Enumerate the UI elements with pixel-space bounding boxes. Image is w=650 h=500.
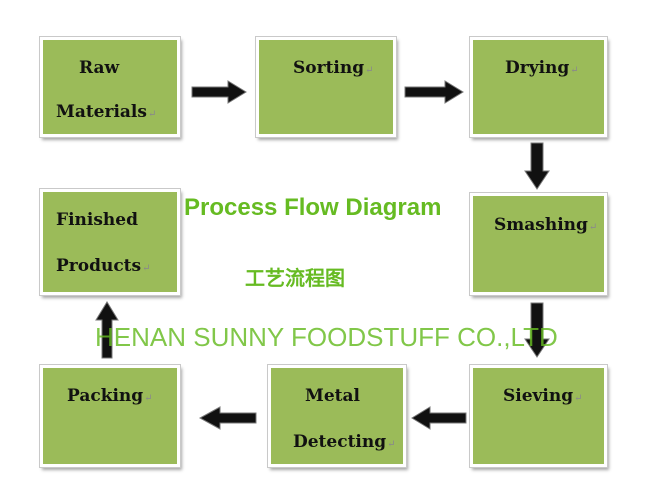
paragraph-mark: ↵	[588, 222, 598, 233]
step-label: Detecting	[293, 432, 387, 452]
step-label: Products	[56, 256, 142, 276]
paragraph-mark: ↵	[144, 393, 153, 404]
arrow-down-icon	[524, 142, 550, 190]
arrow-down-icon	[524, 302, 550, 358]
paragraph-mark: ↵	[142, 263, 151, 274]
diagram-title: Process Flow Diagram	[184, 194, 442, 221]
step-label: Smashing	[494, 215, 588, 235]
diagram-subtitle: 工艺流程图	[245, 266, 345, 290]
company-watermark: HENAN SUNNY FOODSTUFF CO.,LTD	[95, 322, 558, 352]
step-drying: Drying↵	[470, 37, 607, 137]
step-smashing: Smashing↵	[470, 193, 607, 295]
arrow-right-icon	[191, 80, 247, 104]
step-packing: Packing↵	[40, 365, 180, 467]
paragraph-mark: ↵	[365, 65, 374, 76]
step-raw-materials: Raw Materials↵	[40, 37, 180, 137]
step-label: Packing	[67, 386, 144, 406]
step-label: Drying	[505, 58, 570, 78]
step-label: Raw	[79, 58, 120, 78]
step-label: Materials	[56, 102, 147, 122]
paragraph-mark: ↵	[147, 109, 157, 120]
step-label: Metal	[305, 386, 360, 406]
step-label: Sorting	[293, 58, 365, 78]
paragraph-mark: ↵	[570, 65, 579, 76]
step-label: Finished	[56, 210, 138, 230]
step-sorting: Sorting↵	[256, 37, 396, 137]
arrow-right-icon	[404, 80, 464, 104]
paragraph-mark: ↵	[574, 393, 583, 404]
paragraph-mark: ↵	[387, 439, 396, 450]
arrow-left-icon	[198, 406, 257, 430]
arrow-left-icon	[411, 406, 467, 430]
step-label: Sieving	[503, 386, 574, 406]
step-sieving: Sieving↵	[470, 365, 607, 467]
step-finished-products: Finished Products↵	[40, 189, 180, 295]
step-metal-detecting: Metal Detecting↵	[268, 365, 406, 467]
arrow-up-icon	[95, 301, 119, 359]
